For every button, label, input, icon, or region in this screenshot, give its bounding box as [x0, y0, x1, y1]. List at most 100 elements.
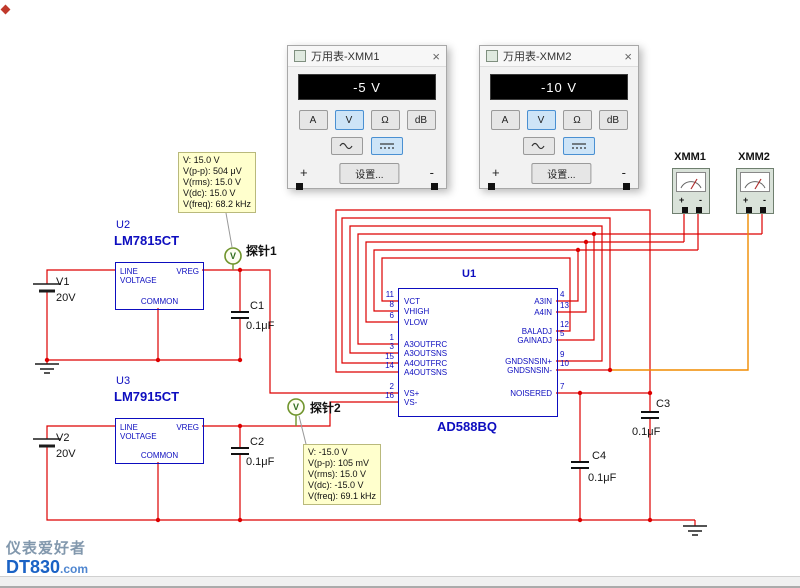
c2-capacitor-symbol[interactable]	[231, 447, 249, 455]
c4-capacitor-symbol[interactable]	[571, 461, 589, 469]
wire-segment[interactable]	[202, 401, 398, 427]
ac-mode-button[interactable]	[331, 137, 363, 155]
close-icon[interactable]: ×	[624, 48, 632, 64]
horizontal-scrollbar[interactable]	[0, 576, 800, 588]
wire-segment[interactable]	[556, 250, 579, 302]
tooltip-line: V(rms): 15.0 V	[308, 469, 367, 479]
ampere-mode-button[interactable]: A	[490, 110, 520, 130]
probe-2-tooltip: V: -15.0 V V(p-p): 105 mV V(rms): 15.0 V…	[303, 444, 382, 505]
ground-symbol[interactable]	[35, 363, 59, 374]
v1-battery-symbol[interactable]	[33, 283, 61, 293]
u1-pin-number: 5	[560, 329, 565, 338]
wire-segment[interactable]	[556, 242, 587, 313]
u3-pin-vreg: VREG	[176, 423, 199, 432]
instrument-terminal[interactable]	[746, 207, 752, 213]
u1-pin-number: 1	[389, 333, 394, 342]
instrument-terminal[interactable]	[682, 207, 688, 213]
tooltip-line: V: 15.0 V	[183, 155, 220, 165]
minus-terminal-label: -	[699, 195, 702, 205]
wire-segment[interactable]	[341, 217, 611, 371]
u1-pin-name: A3OUTFRC	[404, 340, 448, 349]
u1-pin-number: 2	[389, 382, 394, 391]
dc-mode-button[interactable]	[371, 137, 403, 155]
wire-segment[interactable]	[349, 225, 603, 362]
meter-face-icon	[740, 172, 770, 192]
multimeter-reading-display: -10 V	[490, 74, 628, 100]
u1-pin-name: VS+	[404, 389, 420, 398]
u2-regulator[interactable]: LINE VOLTAGE VREG COMMON	[115, 262, 204, 310]
volt-mode-button[interactable]: V	[334, 110, 364, 130]
xmm2-instrument[interactable]: + -	[736, 168, 774, 214]
u3-regulator[interactable]: LINE VOLTAGE VREG COMMON	[115, 418, 204, 464]
negative-terminal	[431, 183, 438, 190]
u1-pin-number: 13	[560, 301, 569, 310]
probe-2-label: 探针2	[310, 401, 341, 415]
c4-ref: C4	[592, 450, 607, 462]
wire-segment[interactable]	[373, 249, 698, 312]
c1-capacitor-symbol[interactable]	[231, 311, 249, 319]
volt-mode-button[interactable]: V	[526, 110, 556, 130]
u1-pin-name: A3OUTSNS	[404, 349, 448, 358]
multimeter-reading-display: -5 V	[298, 74, 436, 100]
window-titlebar[interactable]: 万用表-XMM2 ×	[480, 46, 638, 67]
instrument-terminal[interactable]	[760, 207, 766, 213]
window-titlebar[interactable]: 万用表-XMM1 ×	[288, 46, 446, 67]
wire-segment[interactable]	[46, 425, 115, 439]
u1-pin-number: 14	[385, 361, 394, 370]
multimeter-window-icon	[486, 50, 498, 62]
c4-value: 0.1μF	[588, 472, 617, 484]
dc-line-icon	[380, 143, 394, 149]
u2-pin-vreg: VREG	[176, 267, 199, 276]
wire-segment[interactable]	[46, 446, 695, 521]
ac-mode-button[interactable]	[523, 137, 555, 155]
wire-segment[interactable]	[202, 269, 398, 394]
voltage-probe-1[interactable]	[224, 247, 242, 270]
u1-pin-name: GNDSNSIN+	[505, 357, 552, 366]
watermark: 仪表爱好者 DT830.com	[6, 537, 88, 579]
u1-pin-number: 9	[560, 350, 565, 359]
negative-terminal	[623, 183, 630, 190]
xmm1-instrument[interactable]: + -	[672, 168, 710, 214]
plus-terminal-label: +	[743, 195, 749, 205]
ohm-mode-button[interactable]: Ω	[370, 110, 400, 130]
window-title: 万用表-XMM2	[503, 51, 572, 63]
v2-battery-symbol[interactable]	[33, 438, 61, 448]
settings-button[interactable]: 设置...	[339, 163, 400, 184]
db-mode-button[interactable]: dB	[598, 110, 628, 130]
c3-capacitor-symbol[interactable]	[641, 411, 659, 419]
u3-pin-voltage: VOLTAGE	[120, 432, 157, 441]
u1-pin-name: NOISERED	[510, 389, 552, 398]
instrument-terminal[interactable]	[696, 207, 702, 213]
db-mode-button[interactable]: dB	[406, 110, 436, 130]
wire-segment[interactable]	[46, 269, 115, 284]
probe-1-symbol: V	[230, 251, 237, 261]
u1-pin-number: 16	[385, 391, 394, 400]
u2-pin-common: COMMON	[140, 297, 179, 306]
xmm2-instrument-label: XMM2	[738, 151, 770, 163]
v1-value: 20V	[56, 292, 76, 304]
window-title: 万用表-XMM1	[311, 51, 380, 63]
close-icon[interactable]: ×	[432, 48, 440, 64]
wire-segment[interactable]	[335, 209, 651, 393]
dc-mode-button[interactable]	[563, 137, 595, 155]
c2-value: 0.1μF	[246, 456, 275, 468]
u2-pin-line: LINE	[120, 267, 138, 276]
voltage-probe-2[interactable]	[287, 398, 305, 426]
ohm-mode-button[interactable]: Ω	[562, 110, 592, 130]
c1-ref: C1	[250, 300, 265, 312]
wire-segment[interactable]	[365, 241, 684, 323]
u1-pin-number: 3	[389, 342, 394, 351]
c1-value: 0.1μF	[246, 320, 275, 332]
settings-button[interactable]: 设置...	[531, 163, 592, 184]
wire-segment-orange[interactable]	[610, 212, 749, 371]
ground-symbol[interactable]	[683, 525, 707, 536]
u1-pin-number: 6	[389, 311, 394, 320]
wire-segment[interactable]	[381, 257, 571, 332]
positive-terminal-label: +	[300, 165, 308, 180]
wire-segment[interactable]	[357, 233, 762, 345]
u1-pin-name: BALADJ	[521, 327, 552, 336]
wire-segment[interactable]	[556, 234, 595, 341]
u1-ad588-chip[interactable]: VCT VHIGH VLOW A3OUTFRC A3OUTSNS A4OUTFR…	[398, 288, 558, 417]
watermark-suffix: .com	[60, 562, 89, 576]
ampere-mode-button[interactable]: A	[298, 110, 328, 130]
